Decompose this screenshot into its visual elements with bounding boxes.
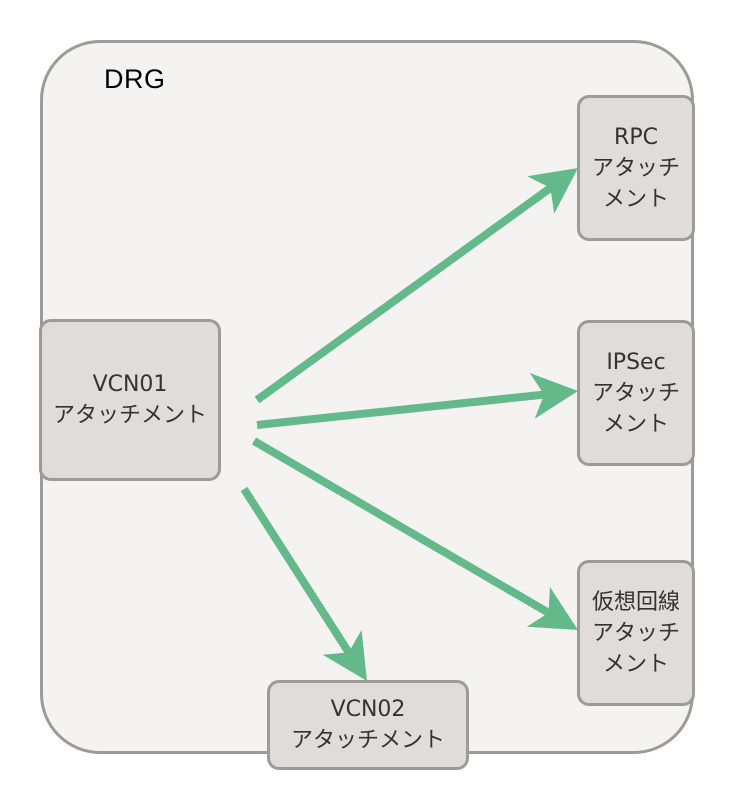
node-label-line: アタッチ (591, 620, 680, 646)
node-label-line: アタッチメント (52, 403, 207, 428)
virtual-circuit-attachment-node[interactable]: 仮想回線 アタッチ メント (577, 560, 695, 706)
node-label-line: アタッチ (591, 155, 680, 181)
node-label-line: メント (602, 651, 669, 677)
node-label-line: メント (602, 411, 669, 437)
node-label-line: アタッチ (591, 380, 680, 406)
vcn02-attachment-node[interactable]: VCN02 アタッチメント (267, 680, 469, 770)
node-label-line: RPC (614, 124, 658, 150)
node-label-line: 仮想回線 (591, 589, 680, 615)
node-label-line: メント (602, 186, 669, 212)
node-label-line: VCN01 (92, 372, 168, 397)
node-label-line: アタッチメント (290, 728, 445, 753)
ipsec-attachment-node[interactable]: IPSec アタッチ メント (577, 320, 695, 466)
node-label-line: IPSec (606, 349, 666, 375)
node-label-line: VCN02 (330, 697, 406, 722)
rpc-attachment-node[interactable]: RPC アタッチ メント (577, 95, 695, 241)
drg-title: DRG (104, 64, 166, 94)
vcn01-attachment-node[interactable]: VCN01 アタッチメント (39, 319, 221, 481)
